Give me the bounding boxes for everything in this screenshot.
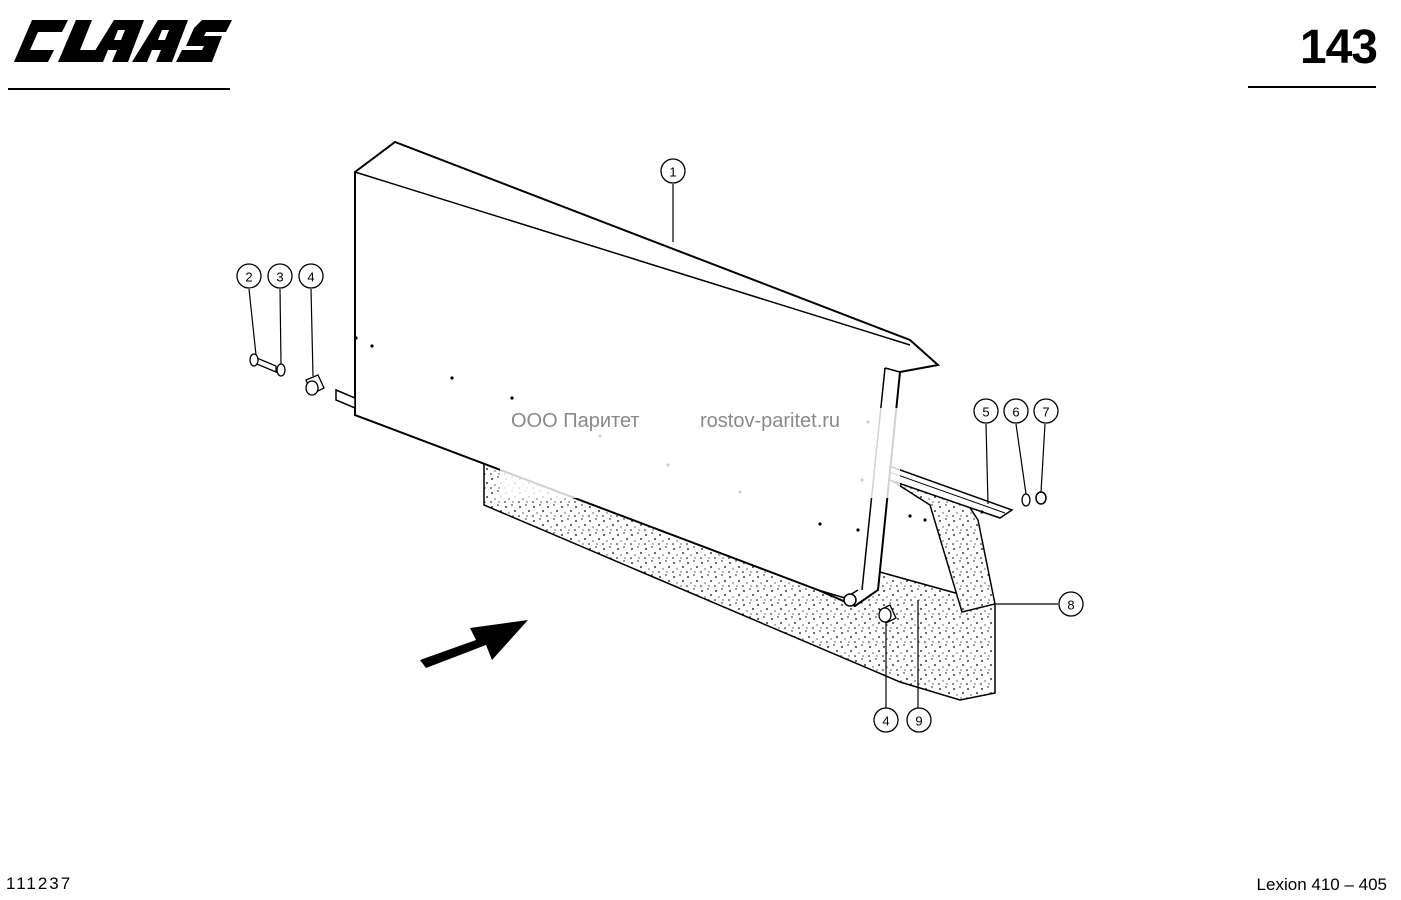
callout-9 bbox=[906, 707, 932, 733]
header-rule-right bbox=[1248, 86, 1376, 88]
callout-label-4-left: 4 bbox=[307, 270, 314, 285]
callout-6 bbox=[1003, 398, 1029, 424]
callout-label-3: 3 bbox=[276, 270, 283, 285]
callout-2 bbox=[236, 263, 262, 289]
page-number: 143 bbox=[1299, 21, 1378, 74]
callout-label-9: 9 bbox=[915, 714, 922, 729]
callout-7 bbox=[1033, 398, 1059, 424]
watermark-company: ООО Паритет bbox=[511, 410, 640, 432]
nut-7 bbox=[1035, 491, 1047, 505]
washer-6 bbox=[1021, 493, 1031, 507]
claas-logo bbox=[14, 20, 232, 62]
callout-1 bbox=[660, 158, 686, 184]
spacer-4-right bbox=[878, 604, 897, 624]
model-name: Lexion 410 – 405 bbox=[1256, 875, 1387, 894]
header-rule-left bbox=[8, 88, 230, 90]
drawing-number: 111237 bbox=[6, 874, 73, 893]
callout-label-6: 6 bbox=[1012, 405, 1019, 420]
bolt-2 bbox=[249, 353, 277, 373]
callout-4-left bbox=[298, 263, 324, 289]
callout-8 bbox=[1058, 591, 1084, 617]
watermark-backdrop bbox=[500, 408, 900, 498]
callout-5 bbox=[973, 398, 999, 424]
callout-label-4-right: 4 bbox=[882, 714, 889, 729]
callout-4-right bbox=[873, 707, 899, 733]
callout-label-5: 5 bbox=[982, 405, 989, 420]
callout-label-1: 1 bbox=[669, 165, 676, 180]
direction-arrow bbox=[420, 620, 528, 668]
washer-3 bbox=[276, 363, 286, 377]
watermark-website: rostov-paritet.ru bbox=[700, 410, 841, 432]
callout-label-2: 2 bbox=[245, 270, 252, 285]
callout-label-7: 7 bbox=[1042, 405, 1049, 420]
spacer-4-left bbox=[305, 374, 325, 396]
callout-3 bbox=[267, 263, 293, 289]
callout-label-8: 8 bbox=[1067, 598, 1074, 613]
